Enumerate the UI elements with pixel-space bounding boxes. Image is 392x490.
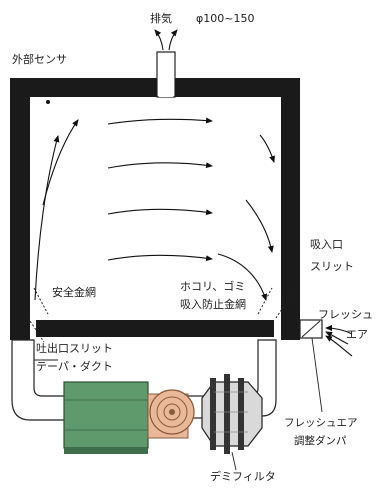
- airflow-arrow: [107, 208, 213, 216]
- external-sensor-dot: [46, 100, 50, 104]
- right-wall: [281, 78, 300, 340]
- fresh-air-label-1: フレッシュ: [318, 308, 373, 321]
- chamber-walls: [10, 78, 300, 340]
- intake-port-label: 吸入口: [310, 238, 343, 251]
- external-sensor-label: 外部センサ: [12, 52, 67, 66]
- dust-mesh-label-2: 吸入防止金網: [180, 297, 246, 311]
- airflow-arrows: [34, 117, 275, 301]
- exhaust-label: 排気: [150, 11, 172, 25]
- demi-filter: [201, 374, 263, 454]
- fan-housing: [63, 381, 149, 449]
- fresh-air-damper-label-1: フレッシュエア: [284, 417, 358, 429]
- outlet-slit-label: 吐出口スリット: [36, 341, 113, 355]
- dust-mesh-label-1: ホコリ、ゴミ: [180, 279, 245, 293]
- airflow-arrow: [107, 162, 213, 169]
- airflow-arrow: [42, 119, 79, 206]
- left-wall: [10, 78, 30, 340]
- blower-motor: [147, 389, 195, 439]
- intake-slit-label: スリット: [310, 260, 354, 273]
- fan-unit: [63, 381, 149, 454]
- bottom-plate: [36, 320, 274, 337]
- leader-lines: [34, 337, 323, 471]
- demi-filter-label: デミフィルタ: [210, 469, 276, 483]
- top-wall-left: [10, 78, 158, 97]
- airflow-arrow: [107, 254, 213, 262]
- fresh-air-arrows: [325, 325, 353, 357]
- safety-mesh-label: 安全金網: [52, 285, 96, 299]
- airflow-arrow: [259, 134, 275, 163]
- fresh-air-label-2: エア: [346, 328, 368, 341]
- airflow-arrow: [217, 253, 268, 301]
- airflow-arrow: [107, 117, 213, 125]
- taper-duct-label: テーパ・ダクト: [36, 359, 113, 373]
- exhaust-size-label: φ100~150: [196, 12, 254, 25]
- top-wall-right: [174, 78, 300, 97]
- airflow-arrow: [34, 135, 60, 301]
- slit-indicators: [27, 287, 293, 343]
- fresh-air-damper-label-2: 調整ダンパ: [294, 434, 347, 447]
- exhaust-stack: [154, 29, 178, 98]
- airflow-arrow: [245, 199, 274, 253]
